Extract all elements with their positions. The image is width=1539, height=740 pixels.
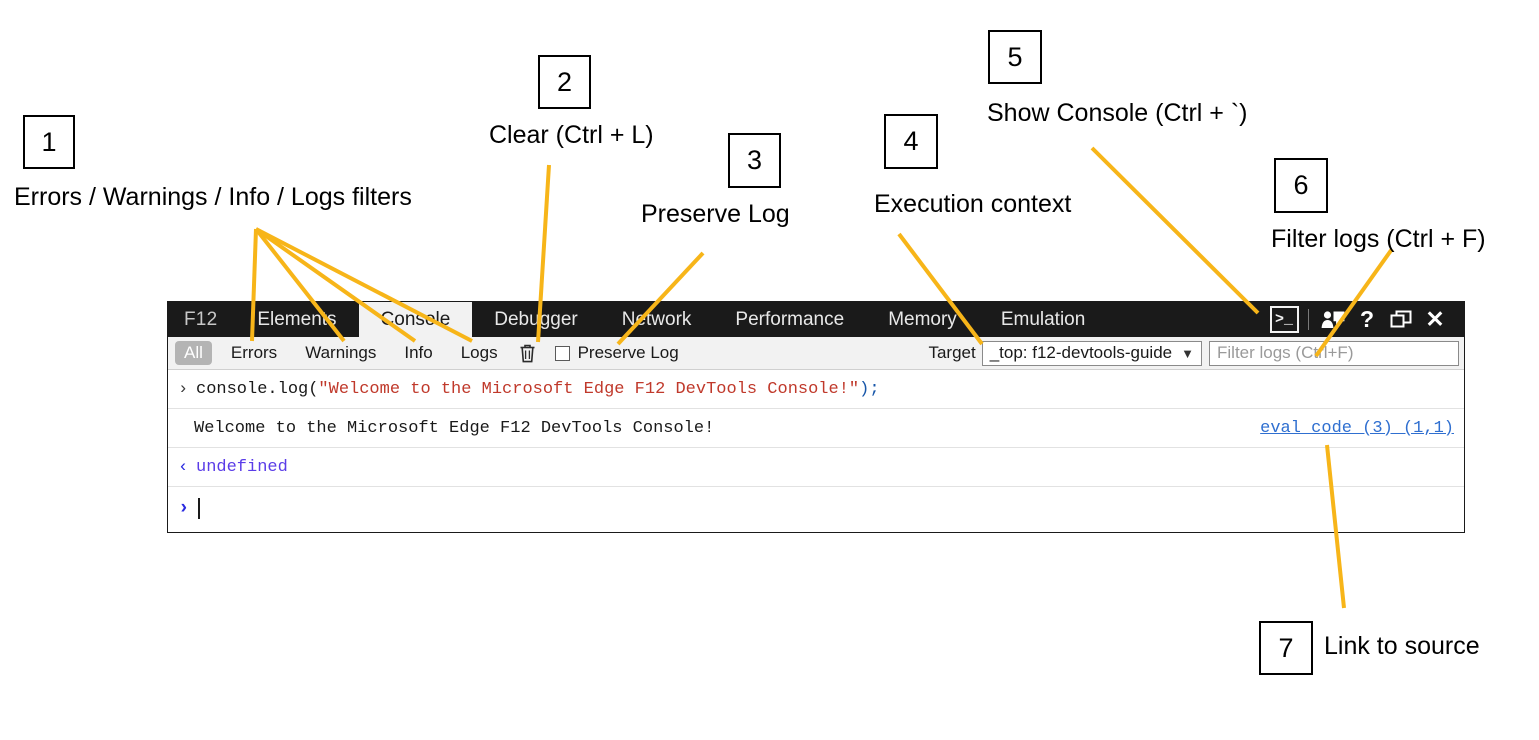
console-output-text: Welcome to the Microsoft Edge F12 DevToo… [194, 418, 715, 438]
text-cursor [198, 497, 200, 519]
filter-all-button[interactable]: All [175, 341, 212, 365]
annotation-label-2: Clear (Ctrl + L) [489, 121, 654, 149]
execution-context-value: _top: f12-devtools-guide [989, 343, 1173, 362]
devtools-brand: F12 [184, 308, 218, 330]
execution-context-select[interactable]: _top: f12-devtools-guide ▼ [981, 340, 1202, 366]
filter-errors-button[interactable]: Errors [230, 343, 278, 362]
show-console-glyph: >_ [1269, 306, 1299, 333]
tab-emulation[interactable]: Emulation [1000, 308, 1086, 330]
result-gutter-icon: ‹ [178, 457, 189, 477]
console-input-code: console.log("Welcome to the Microsoft Ed… [196, 380, 880, 399]
annotation-number-7: 7 [1259, 621, 1313, 675]
console-result-row: ‹ undefined [168, 448, 1464, 487]
show-console-icon[interactable]: >_ [1267, 302, 1301, 337]
annotation-label-4: Execution context [874, 190, 1072, 218]
console-input-row: › console.log("Welcome to the Microsoft … [168, 370, 1464, 409]
filter-logs-button[interactable]: Logs [460, 343, 498, 362]
console-output-row: Welcome to the Microsoft Edge F12 DevToo… [168, 409, 1464, 448]
annotation-number-4: 4 [884, 114, 938, 169]
preserve-log-control[interactable]: Preserve Log [554, 343, 679, 363]
console-prompt-row[interactable]: › [168, 487, 1464, 529]
annotation-number-1: 1 [23, 115, 75, 169]
code-prefix: console.log( [196, 379, 319, 399]
close-glyph: ✕ [1425, 306, 1445, 332]
console-result-value: undefined [196, 457, 288, 477]
annotation-label-1: Errors / Warnings / Info / Logs filters [14, 183, 412, 211]
annotation-number-5: 5 [988, 30, 1042, 84]
input-gutter-icon: › [178, 379, 189, 399]
toolbar-divider [1308, 309, 1309, 330]
target-label: Target [928, 343, 976, 362]
tab-performance[interactable]: Performance [735, 308, 845, 330]
tab-debugger[interactable]: Debugger [494, 308, 578, 330]
annotation-number-2: 2 [538, 55, 591, 109]
code-suffix: ); [859, 379, 880, 399]
annotation-label-5: Show Console (Ctrl + `) [987, 99, 1248, 127]
filter-warnings-button[interactable]: Warnings [305, 343, 377, 362]
annotation-number-3: 3 [728, 133, 781, 188]
annotation-label-6: Filter logs (Ctrl + F) [1271, 225, 1486, 253]
trash-icon[interactable] [515, 341, 541, 365]
chevron-down-icon: ▼ [1181, 345, 1194, 361]
preserve-log-checkbox[interactable] [554, 345, 570, 361]
filter-info-button[interactable]: Info [404, 343, 433, 362]
annotation-number-6: 6 [1274, 158, 1328, 213]
code-string: "Welcome to the Microsoft Edge F12 DevTo… [318, 379, 860, 399]
source-link[interactable]: eval code (3) (1,1) [1260, 418, 1454, 438]
console-body: › console.log("Welcome to the Microsoft … [168, 370, 1464, 529]
prompt-caret-icon: › [178, 497, 190, 519]
preserve-log-label: Preserve Log [577, 343, 679, 362]
annotation-label-7: Link to source [1324, 632, 1480, 660]
annotation-label-3: Preserve Log [641, 200, 790, 228]
close-icon[interactable]: ✕ [1418, 302, 1452, 337]
